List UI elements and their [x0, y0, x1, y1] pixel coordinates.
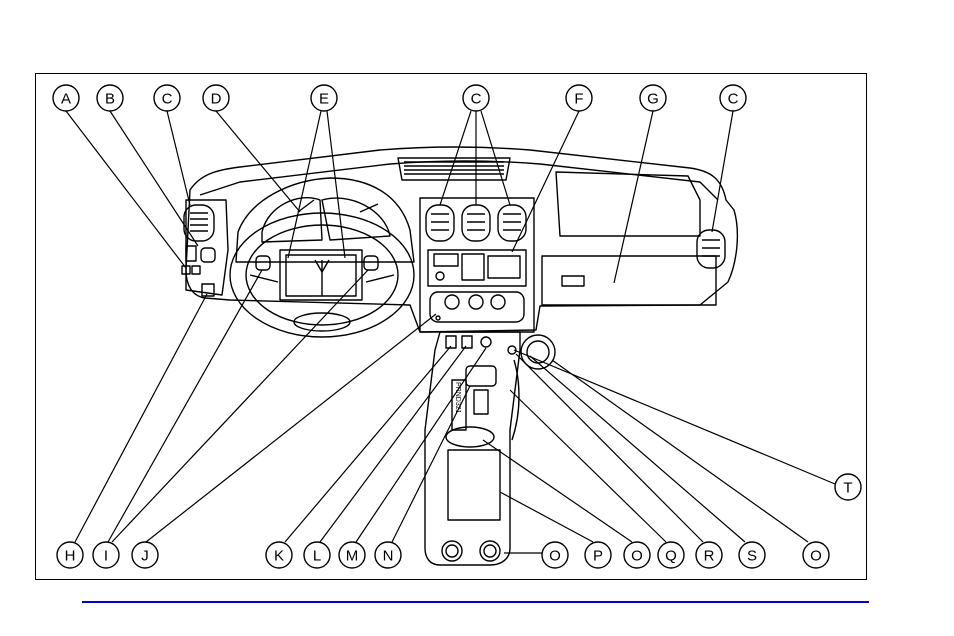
callout-top-7: G — [640, 85, 666, 111]
cupholder-right — [480, 541, 500, 561]
callout-top-4: E — [311, 85, 337, 111]
callout-letter: P — [593, 548, 603, 565]
callout-letter: O — [631, 548, 643, 565]
callout-top-3: D — [203, 85, 229, 111]
callout-letter: J — [141, 548, 149, 565]
callout-top-2: C — [154, 85, 180, 111]
glove-box — [542, 256, 716, 305]
callout-top-5: C — [463, 85, 489, 111]
callout-top-6: F — [566, 85, 592, 111]
callout-top-1: B — [97, 85, 123, 111]
callout-bottom-9: O — [624, 542, 650, 568]
callout-bottom-2: J — [132, 542, 158, 568]
callout-letter: F — [574, 91, 583, 108]
callout-top-8: C — [720, 85, 746, 111]
callout-letter: B — [105, 91, 115, 108]
center-vents — [426, 205, 526, 241]
callout-bottom-6: N — [375, 542, 401, 568]
callout-letter: N — [383, 548, 394, 565]
callout-bottom-11: R — [696, 542, 722, 568]
callout-top-0: A — [53, 85, 79, 111]
callout-letter: K — [274, 548, 284, 565]
callout-bottom-12: S — [739, 542, 765, 568]
callout-letter: E — [319, 91, 329, 108]
callout-letter: A — [61, 91, 71, 108]
callout-bottom-7: O — [542, 542, 568, 568]
center-stack — [420, 198, 534, 332]
cupholder-left — [442, 541, 462, 561]
callout-letter: L — [313, 548, 321, 565]
callout-letter: C — [162, 91, 173, 108]
callout-bottom-5: M — [339, 542, 365, 568]
callout-letter: C — [728, 91, 739, 108]
callout-letter: M — [346, 548, 359, 565]
callout-letter: O — [549, 548, 561, 565]
climate-controls — [430, 292, 524, 322]
callout-letter: S — [747, 548, 757, 565]
callout-letter: G — [647, 91, 659, 108]
callout-letter: I — [104, 548, 108, 565]
tach-gauge — [262, 198, 322, 242]
callout-letter: H — [65, 548, 76, 565]
callout-bottom-3: K — [266, 542, 292, 568]
callout-letter: C — [471, 91, 482, 108]
callout-letter: T — [843, 480, 852, 497]
callout-letter: D — [211, 91, 222, 108]
callout-bottom-0: H — [57, 542, 83, 568]
speedo-gauge — [322, 198, 390, 240]
callout-letter: R — [704, 548, 715, 565]
callout-bottom-1: I — [93, 542, 119, 568]
callout-bottom-8: P — [585, 542, 611, 568]
callout-bottom-13: O — [803, 542, 829, 568]
callout-right: T — [835, 474, 861, 500]
callout-letter: Q — [665, 548, 677, 565]
shifter-gear-label: PRND321 — [454, 382, 461, 414]
callout-letter: O — [810, 548, 822, 565]
callout-bottom-4: L — [304, 542, 330, 568]
right-vent — [697, 230, 725, 268]
dashboard-artwork — [182, 147, 737, 565]
callout-bottom-10: Q — [658, 542, 684, 568]
